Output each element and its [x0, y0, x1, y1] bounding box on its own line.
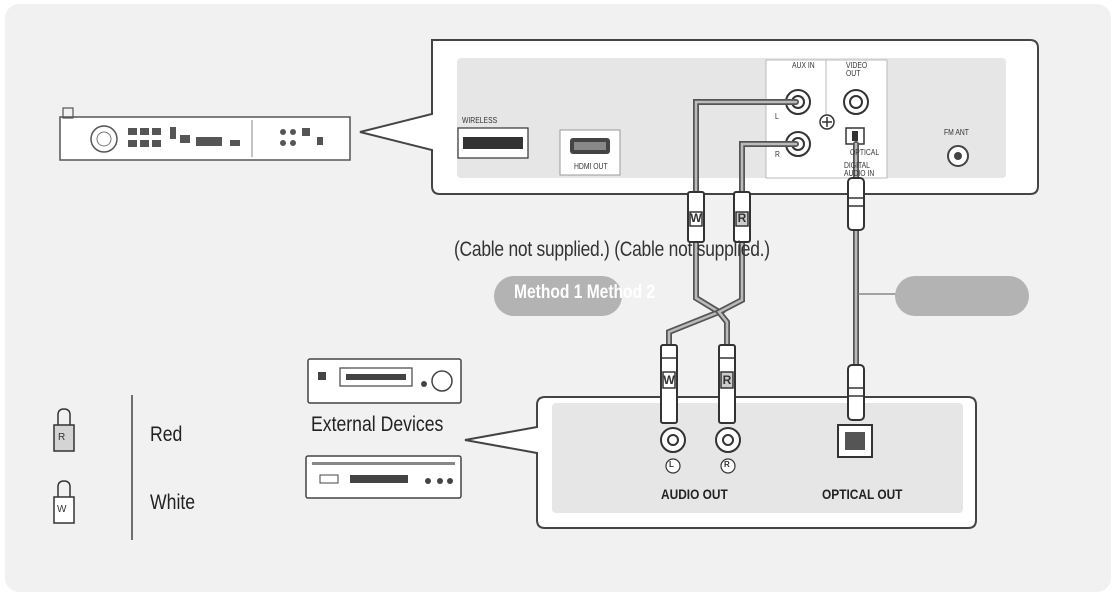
audio-out-r-mark	[720, 458, 736, 474]
cable-not-supplied-note: (Cable not supplied.) (Cable not supplie…	[454, 238, 770, 261]
aux-in-label: AUX IN	[792, 61, 815, 70]
optical-in-label: OPTICAL	[850, 148, 880, 157]
white-plug-bottom-letter: W	[663, 373, 675, 387]
legend-white-letter: W	[57, 504, 67, 515]
legend-red-letter: R	[58, 432, 66, 443]
wireless-label: WIRELESS	[462, 116, 498, 125]
legend-red-plug-icon	[53, 408, 75, 452]
red-plug-bottom-letter: R	[722, 373, 732, 387]
method-labels: Method 1 Method 2	[514, 282, 656, 303]
audio-out-label: AUDIO OUT	[661, 486, 728, 502]
optical-plug-top	[847, 177, 865, 231]
digital-audio-in-label: DIGITAL AUDIO IN	[844, 161, 875, 178]
rca-cable	[666, 99, 799, 353]
optical-out-port	[837, 424, 873, 458]
external-device-player-bottom	[305, 455, 462, 499]
legend-white-plug-icon	[53, 480, 75, 524]
aux-l-label: L	[775, 112, 779, 121]
external-devices-label: External Devices	[311, 413, 444, 436]
aux-r-label: R	[775, 150, 780, 159]
white-plug-top	[687, 191, 705, 243]
audio-out-r-mark-letter: R	[724, 460, 730, 469]
white-plug-top-letter: W	[690, 211, 702, 225]
hdmi-out-label: HDMI OUT	[574, 162, 608, 171]
external-device-player-top	[307, 358, 462, 404]
audio-out-l-mark	[665, 458, 681, 474]
optical-out-label: OPTICAL OUT	[822, 486, 903, 502]
red-plug-bottom	[718, 344, 736, 424]
legend-red-label: Red	[150, 423, 183, 446]
method-1-pill	[494, 276, 622, 316]
main-unit-rear-thumbnail	[59, 107, 351, 161]
red-plug-top-letter: R	[737, 211, 747, 225]
audio-out-l-mark-letter: L	[669, 460, 674, 469]
main-unit-panel	[457, 58, 1006, 178]
red-plug-top	[733, 191, 751, 243]
optical-plug-bottom	[847, 364, 865, 421]
fm-ant-label: FM ANT	[944, 128, 969, 137]
white-plug-bottom	[660, 344, 678, 424]
legend-white-label: White	[150, 491, 196, 514]
video-out-label: VIDEO OUT	[846, 61, 868, 78]
method-2-pill	[895, 276, 1029, 316]
